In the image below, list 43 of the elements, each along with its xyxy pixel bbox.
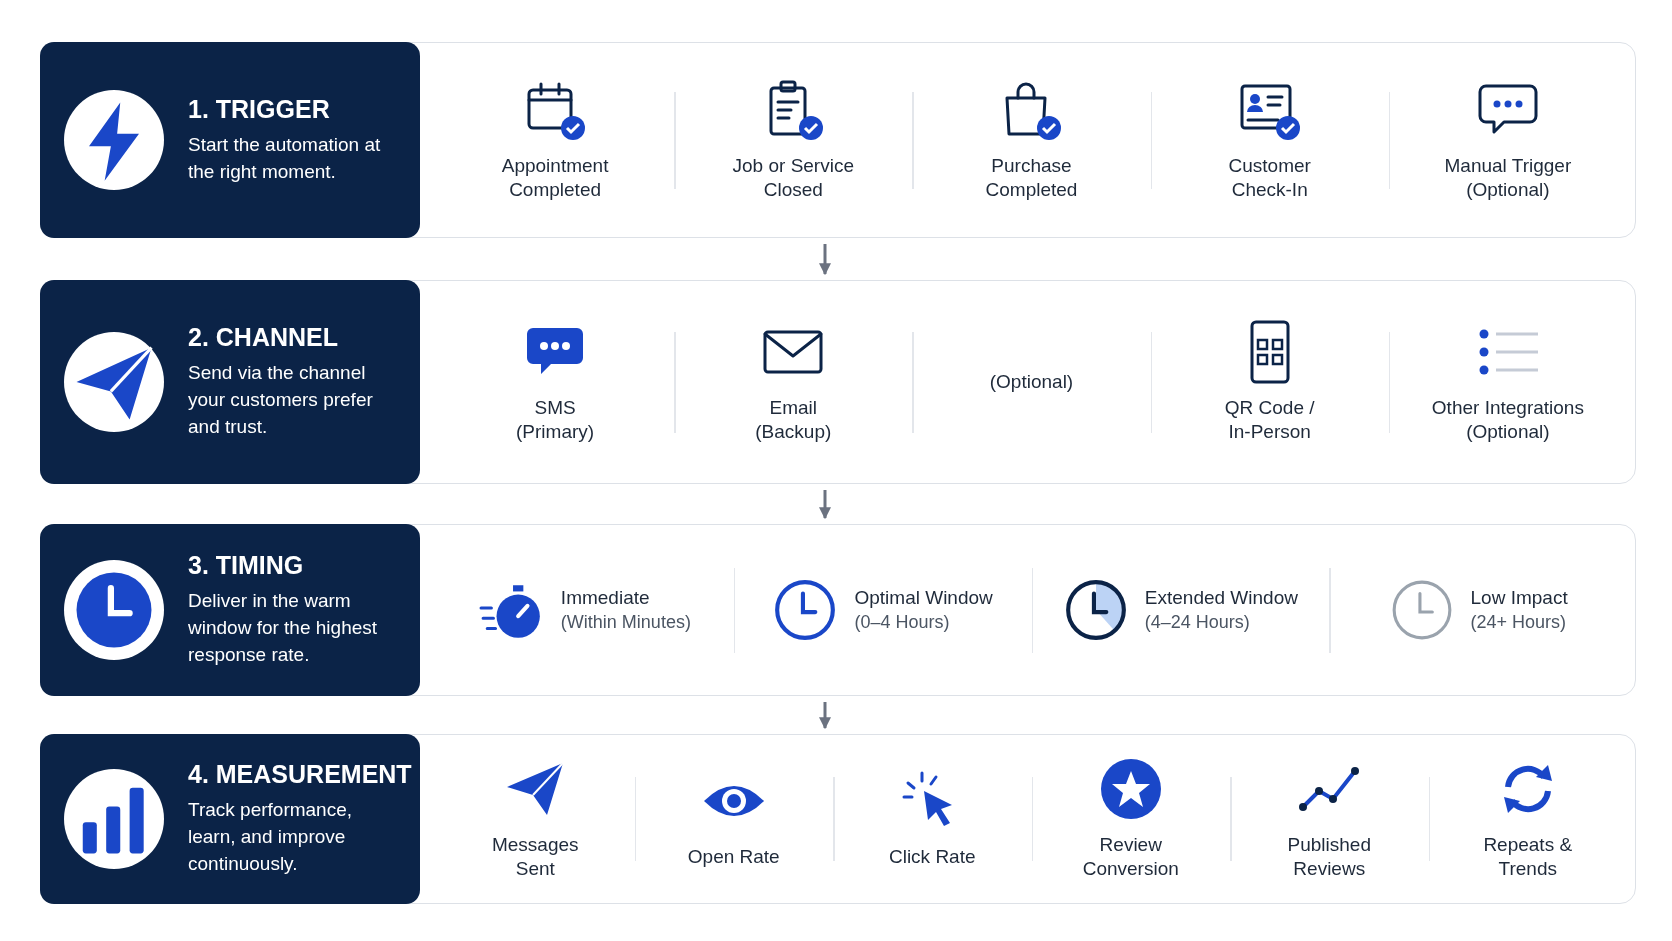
row-panel	[40, 42, 1636, 238]
step-description: Send via the channel your customers prefer and trust.	[188, 361, 374, 439]
step-title: 2. CHANNEL	[188, 323, 338, 353]
item-label: Job or Service Closed	[731, 154, 855, 202]
timing-label: Extended Window	[1144, 585, 1298, 610]
item-label: Manual Trigger (Optional)	[1443, 154, 1573, 202]
step-description: Track performance, learn, and improve continuously.	[188, 798, 353, 876]
arrow	[819, 244, 831, 276]
item-label: SMS (Primary)	[515, 396, 596, 444]
step-header	[40, 524, 420, 696]
timing-label: Immediate	[560, 585, 651, 610]
step-title: 1. TRIGGER	[188, 94, 330, 124]
timing-range: (0–4 Hours)	[854, 610, 951, 634]
item-label: Other Integrations (Optional)	[1430, 396, 1585, 444]
row-panel	[40, 524, 1636, 696]
timing-label: Optimal Window	[854, 585, 993, 610]
timing-range: (Within Minutes)	[560, 610, 691, 634]
item-label: (Optional)	[988, 370, 1075, 394]
item-label: Review Conversion	[1081, 833, 1180, 881]
step-header	[40, 280, 420, 484]
item-label: Email (Backup)	[754, 396, 833, 444]
step-header	[40, 734, 420, 904]
row-panel	[40, 280, 1636, 484]
item-label: Published Reviews	[1286, 833, 1372, 881]
step-header	[40, 42, 420, 238]
item-label: Purchase Completed	[984, 154, 1079, 202]
step-description: Start the automation at the right moment.	[188, 132, 382, 184]
timing-label: Low Impact	[1470, 585, 1568, 610]
timing-range: (24+ Hours)	[1470, 610, 1568, 634]
step-description: Deliver in the warm window for the highest response rate.	[188, 589, 379, 667]
item-label: Customer Check-In	[1227, 154, 1312, 202]
timing-range: (4–24 Hours)	[1144, 610, 1251, 634]
item-label: Appointment Completed	[500, 154, 610, 202]
item-label: Open Rate	[686, 845, 781, 869]
item-label: Repeats & Trends	[1482, 833, 1574, 881]
item-label: QR Code / In-Person	[1223, 396, 1316, 444]
arrow	[819, 490, 831, 520]
row-panel	[40, 734, 1636, 904]
step-title: 3. TIMING	[188, 551, 304, 581]
arrow	[819, 702, 831, 730]
item-label: Messages Sent	[490, 833, 580, 881]
item-label: Click Rate	[887, 845, 977, 869]
step-title: 4. MEASUREMENT	[188, 760, 412, 790]
